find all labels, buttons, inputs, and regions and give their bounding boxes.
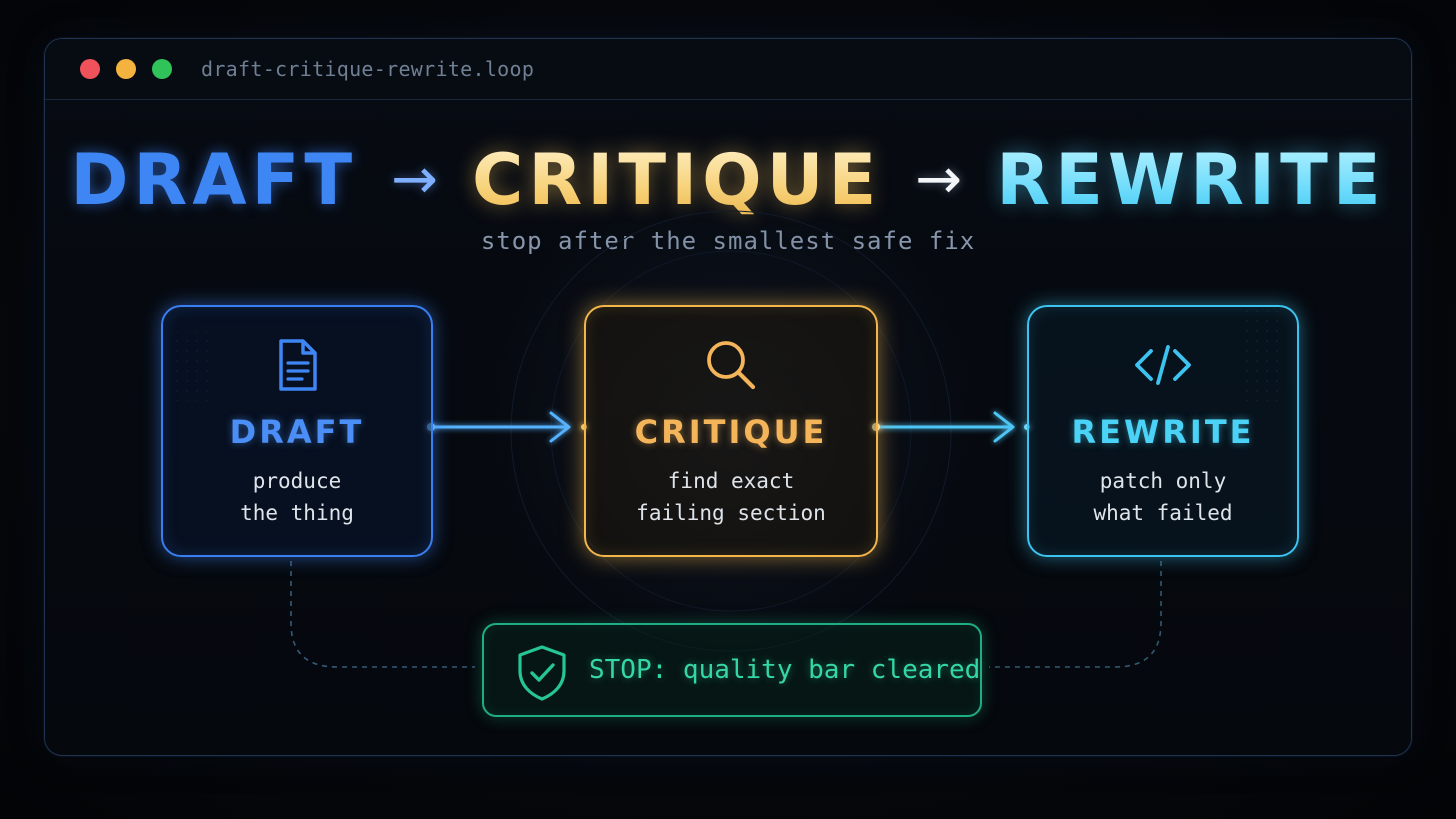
stop-condition-box: STOP: quality bar cleared [482,623,982,717]
step-card-critique: CRITIQUE find exact failing section [584,305,878,557]
step-description: produce the thing [163,465,431,529]
headline-rewrite: REWRITE [996,139,1386,221]
step-description-line: produce [252,469,342,493]
dot-texture [1241,311,1285,401]
minimize-window-button[interactable] [116,59,136,79]
title-bar: draft-critique-rewrite.loop [45,39,1411,100]
step-description-line: find exact [667,469,795,493]
step-description-line: what failed [1093,501,1233,525]
shield-check-icon [518,645,566,701]
step-title: DRAFT [229,413,365,451]
headline: DRAFT→CRITIQUE→REWRITE [45,139,1411,221]
step-title: CRITIQUE [634,413,828,451]
step-card-rewrite: REWRITE patch only what failed [1027,305,1299,557]
halo-ring [550,250,912,612]
code-icon [1135,345,1191,385]
step-description: patch only what failed [1029,465,1297,529]
step-description-line: patch only [1099,469,1227,493]
step-description: find exact failing section [586,465,876,529]
stop-label: STOP: quality bar cleared [589,655,981,685]
step-description-line: the thing [240,501,354,525]
headline-arrow-1: → [391,147,438,212]
step-title: REWRITE [1071,413,1255,451]
headline-arrow-2: → [915,147,963,212]
headline-draft: DRAFT [70,139,358,221]
document-icon [279,339,317,391]
loop-line-right [989,561,1162,668]
app-window: draft-critique-rewrite.loop DRAFT → CRITIQ… [44,38,1412,756]
close-window-button[interactable] [80,59,100,79]
step-card-draft: DRAFT produce the thing [161,305,433,557]
step-description-line: failing section [636,501,826,525]
loop-line-left [290,561,475,668]
window-title: draft-critique-rewrite.loop [201,57,535,81]
magnifier-icon [707,341,756,390]
maximize-window-button[interactable] [152,59,172,79]
